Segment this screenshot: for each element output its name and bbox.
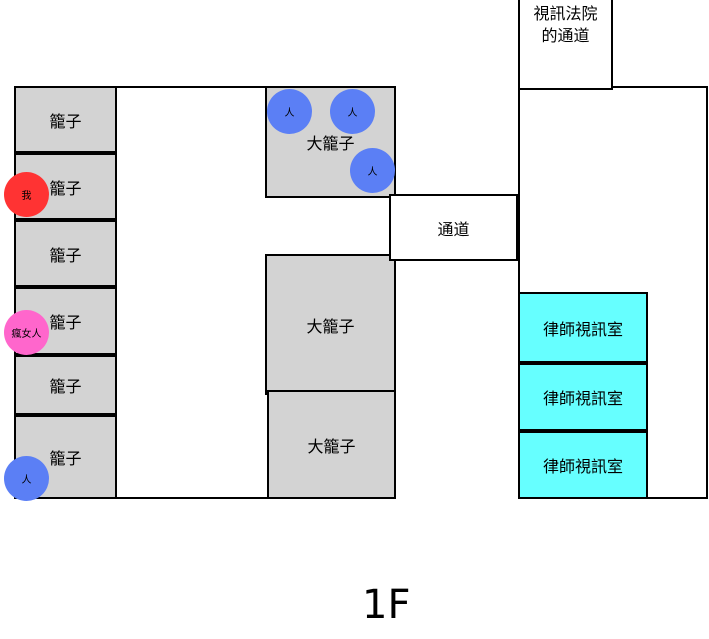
crazy-woman-marker: 瘋女人 (4, 310, 49, 355)
person-label: 人 (284, 108, 295, 119)
person-label: 人 (367, 167, 378, 178)
person-marker: 人 (4, 456, 49, 501)
cage-3: 籠子 (14, 220, 117, 287)
video-room-label: 律師視訊室 (542, 319, 623, 339)
big-cage-middle: 大籠子 (265, 254, 396, 395)
lawyer-video-room-1: 律師視訊室 (518, 292, 648, 363)
court-passage-line1: 視訊法院 (533, 4, 598, 23)
cage-label: 籠子 (49, 178, 82, 198)
court-passage-line2: 的通道 (541, 26, 590, 45)
cage-label: 籠子 (49, 245, 82, 265)
big-cage-label: 大籠子 (306, 134, 355, 153)
cage-5: 籠子 (14, 355, 117, 415)
person-marker: 人 (267, 89, 312, 134)
big-cage-bottom: 大籠子 (267, 390, 396, 499)
person-marker: 人 (330, 89, 375, 134)
video-room-label: 律師視訊室 (542, 457, 623, 476)
me-marker: 我 (4, 172, 49, 217)
floor-label: 1F (362, 582, 411, 628)
lawyer-video-room-2: 律師視訊室 (518, 363, 648, 431)
crazy-woman-label: 瘋女人 (11, 329, 42, 340)
video-court-passage: 視訊法院 的通道 (518, 0, 613, 90)
person-label: 人 (21, 475, 32, 486)
cage-label: 籠子 (49, 111, 82, 131)
corridor: 通道 (389, 194, 518, 261)
corridor-label: 通道 (437, 219, 470, 239)
cage-label: 籠子 (49, 449, 82, 468)
big-cage-label: 大籠子 (307, 436, 356, 456)
big-cage-label: 大籠子 (306, 316, 355, 336)
cage-label: 籠子 (49, 313, 82, 332)
person-label: 人 (347, 108, 358, 119)
cage-1: 籠子 (14, 86, 117, 153)
cage-label: 籠子 (49, 377, 82, 396)
lawyer-video-room-3: 律師視訊室 (518, 431, 648, 499)
video-room-label: 律師視訊室 (542, 389, 623, 408)
me-label: 我 (21, 191, 32, 202)
person-marker: 人 (350, 148, 395, 193)
